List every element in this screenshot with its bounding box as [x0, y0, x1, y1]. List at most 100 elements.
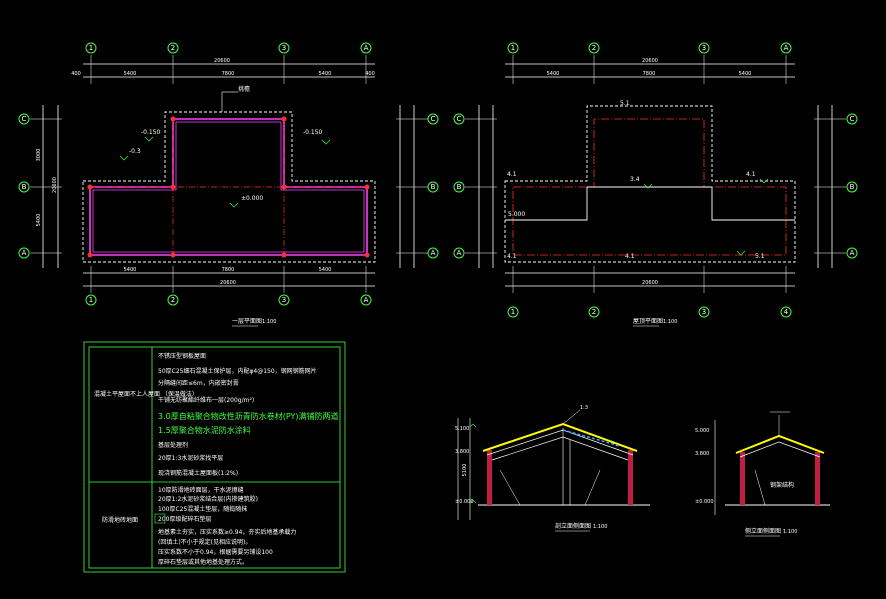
table-row-highlight: 3.0厚自粘聚合物改性沥青防水卷材(PY)满铺防两道 — [158, 411, 339, 421]
columns — [87, 116, 370, 258]
axis-label: B — [850, 183, 855, 191]
axis-label: C — [457, 115, 462, 123]
drawing-scale: 1:100 — [262, 319, 276, 325]
axis-label: B — [457, 183, 462, 191]
table-row: 地基素土夯实，压实系数≥0.94，夯实后地基承载力 — [158, 528, 296, 536]
axis-label: 2 — [171, 296, 175, 304]
drawing-caption: 一层平面图 — [232, 318, 262, 325]
axis-label: 2 — [592, 308, 596, 316]
table-row: 不锈压型钢板屋面 — [158, 352, 206, 360]
roof-ridge-line — [505, 186, 795, 221]
segment-dimension: 7800 — [222, 267, 235, 273]
table-section-label: 防滑地砖地面 — [102, 516, 138, 524]
level-mark: ±0.000 — [241, 195, 263, 202]
segment-dimension: 7800 — [222, 71, 235, 77]
axis-label: 4 — [784, 308, 789, 316]
axis-label: 2 — [592, 44, 596, 52]
center-text: 钢架结构 — [770, 481, 794, 489]
total-dimension: 20600 — [642, 280, 658, 286]
roof-line — [482, 422, 638, 452]
drawing-scale: 1:100 — [663, 319, 677, 325]
segment-dimension: 5400 — [547, 71, 560, 77]
roof-label: 5.1 — [755, 253, 765, 260]
axis-label: A — [850, 249, 855, 257]
axis-label: A — [431, 249, 436, 257]
table-row: 基层处理剂 — [158, 441, 188, 449]
axis-label: C — [850, 115, 855, 123]
axis-label: 1 — [89, 296, 93, 304]
table-section-label: 混凝土平屋面不上人屋面 （保温做法） — [94, 390, 198, 398]
segment-dimension: 5400 — [124, 267, 137, 273]
peak-label: 1:3 — [580, 405, 588, 411]
axis-label: A — [784, 44, 789, 52]
table-row: (回填土)不小于规定(见相应说明)。 — [158, 538, 251, 546]
level-label: ±0.000 — [455, 499, 474, 505]
level-label: 5.000 — [695, 428, 709, 434]
table-row: 厚碎石垫层或其他地基处理方式。 — [158, 558, 248, 566]
table-row: 压实系数不小于0.94，根据需要另铺设100 — [158, 548, 273, 556]
side-dimension: 20600 — [52, 177, 58, 193]
axis-label: 2 — [171, 44, 175, 52]
roof-line — [735, 434, 825, 454]
axis-label: 3 — [282, 296, 286, 304]
axis-label: C — [22, 115, 27, 123]
segment-dimension: 400 — [365, 71, 375, 77]
roof-edge-outline — [504, 105, 796, 263]
table-row: 10厚防滑地砖面层，干水泥擦缝 — [158, 486, 244, 494]
drawing-scale: 1:100 — [783, 529, 797, 535]
right-plan-bottom-axes: 1 2 3 4 — [507, 306, 792, 318]
leader-label: 挑檐 — [238, 85, 250, 93]
table-row-highlight: 1.5厚聚合物水泥防水涂料 — [158, 425, 251, 435]
roof-label: 5.000 — [508, 211, 525, 218]
big-section-drawing: 5.100 3.800 ±0.000 5100 1:3 剖立面侧面图 1:100 — [455, 405, 650, 532]
axis-label: A — [22, 249, 27, 257]
left-wall — [487, 450, 492, 505]
table-row: 20厚1:3水泥砂浆找平层 — [158, 454, 223, 462]
axis-label: C — [431, 115, 436, 123]
segment-dimension: 7800 — [643, 71, 656, 77]
drawing-caption: 侧立面侧面图 — [745, 527, 781, 535]
right-wall — [815, 452, 820, 505]
axis-label: 3 — [702, 44, 706, 52]
segment-dimension: 5400 — [739, 71, 752, 77]
level-mark: -0.150 — [141, 129, 161, 136]
segment-dimension: 5400 — [319, 71, 332, 77]
table-row: 现浇钢筋混凝土屋面板(1:2%) — [158, 469, 238, 477]
roof-overhang-outline — [82, 111, 376, 263]
left-plan-bottom-axes: 1 2 3 A — [85, 294, 372, 306]
level-label: 5.100 — [455, 426, 469, 432]
table-row: 100厚C25混凝土垫层，随捣随抹 — [158, 505, 247, 513]
level-mark: -0.150 — [303, 129, 323, 136]
roof-label: 4.1 — [507, 171, 517, 178]
drawing-scale: 1:100 — [593, 524, 607, 530]
table-row: 200厚级配碎石垫层 — [158, 515, 211, 523]
side-dimension: 5400 — [36, 214, 42, 227]
table-row: 分隔缝间距≤6m，内嵌密封膏 — [158, 379, 239, 387]
axis-label: 1 — [89, 44, 93, 52]
total-dimension: 20600 — [220, 280, 236, 286]
section-dimension: 5100 — [462, 464, 468, 477]
segment-dimension: 5400 — [124, 71, 137, 77]
table-row: 20厚1:2水泥砂浆结合层(内掺建筑胶) — [158, 495, 258, 503]
right-plan-top-axes: 1 2 3 A — [507, 42, 792, 54]
axis-label: 3 — [702, 308, 706, 316]
right-roof-plan: 1 2 3 A 20600 5400 7800 5400 C B A C B A — [453, 42, 858, 327]
roof-label: 3.4 — [630, 176, 640, 183]
roof-label: 4.1 — [625, 253, 635, 260]
total-dimension: 20600 — [642, 58, 658, 64]
axis-label: 1 — [511, 44, 515, 52]
level-mark: -0.3 — [129, 148, 141, 155]
axis-label: 3 — [282, 44, 286, 52]
drawing-caption: 屋顶平面图 — [633, 318, 663, 325]
right-plan-side-axes: C B A C B A — [453, 113, 858, 259]
table-row: 干铺无纺聚酯纤维布一层(200g/m²) — [158, 396, 254, 404]
left-plan-top-axes: 1 2 3 A — [85, 42, 372, 54]
level-label: 3.800 — [455, 449, 469, 455]
axis-label: A — [364, 44, 369, 52]
total-dimension: 20600 — [214, 58, 230, 64]
segment-dimension: 400 — [71, 71, 81, 77]
axis-label: 1 — [511, 308, 515, 316]
axis-label: B — [431, 183, 436, 191]
wall-inner-outline — [92, 121, 365, 253]
